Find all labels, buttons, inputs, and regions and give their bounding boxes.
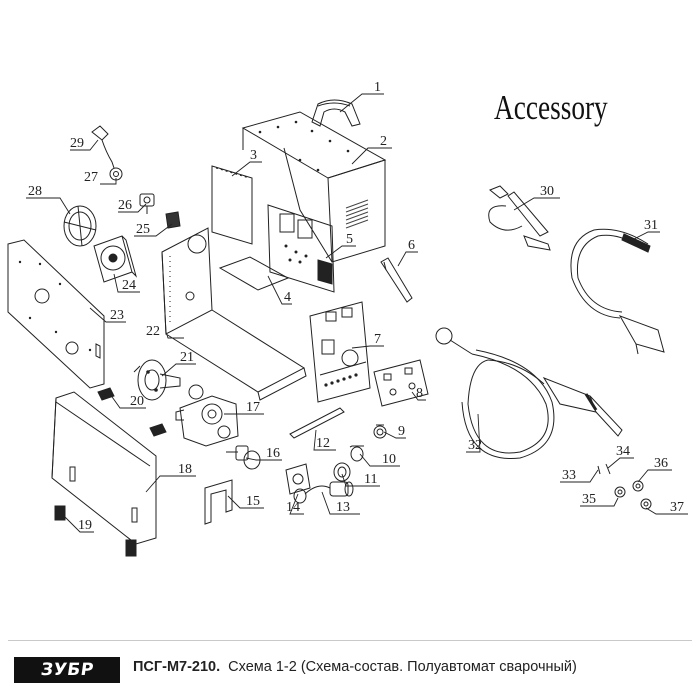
brand-logo: ЗУБР: [14, 657, 120, 683]
model-name: ПСГ-М7-210.: [133, 659, 221, 675]
part-power-plug: [91, 125, 115, 169]
callout-6: 6: [408, 238, 415, 253]
callout-32: 32: [468, 438, 482, 453]
callout-23: 23: [110, 308, 124, 323]
caption-text: Схема 1-2 (Схема-состав. Полуавтомат сва…: [228, 659, 577, 675]
callout-35: 35: [582, 492, 596, 507]
callout-36: 36: [654, 456, 668, 471]
part-connector-11: [333, 462, 351, 482]
callout-11: 11: [364, 472, 377, 487]
callout-1: 1: [374, 80, 381, 95]
callout-17: 17: [246, 400, 260, 415]
part-mig-torch: [435, 327, 623, 460]
callout-26: 26: [118, 198, 132, 213]
callout-12: 12: [316, 436, 330, 451]
part-control-panel: [373, 359, 429, 407]
brand-logo-text: ЗУБР: [39, 660, 95, 680]
callout-18: 18: [178, 462, 192, 477]
exploded-parts-diagram: 1 2 3 4 5 6 7 8 9 10 11 12 13 14 15 16 1…: [7, 80, 688, 557]
callout-16: 16: [266, 446, 280, 461]
part-rear-panel: [7, 239, 105, 389]
callout-9: 9: [398, 424, 405, 439]
callout-8: 8: [416, 386, 423, 401]
callout-15: 15: [246, 494, 260, 509]
part-fan-guard: [63, 205, 97, 247]
callout-13: 13: [336, 500, 350, 515]
callout-33: 33: [562, 468, 576, 483]
callout-37: 37: [670, 500, 684, 515]
part-gun-connector: [226, 445, 261, 470]
callout-7: 7: [374, 332, 381, 347]
part-fan: [93, 235, 137, 283]
callout-10: 10: [382, 452, 396, 467]
part-handle: [311, 99, 361, 127]
callout-3: 3: [250, 148, 257, 163]
callout-29: 29: [70, 136, 84, 151]
callout-5: 5: [346, 232, 353, 247]
part-bracket: [380, 257, 413, 303]
part-switch: [165, 211, 181, 229]
part-earth-clamp: [488, 185, 551, 251]
callout-22: 22: [146, 324, 160, 339]
callout-19: 19: [78, 518, 92, 533]
callout-25: 25: [136, 222, 150, 237]
footer: ЗУБР ПСГ-М7-210. Схема 1-2 (Схема-состав…: [0, 640, 700, 700]
part-cable-connector: [293, 481, 354, 504]
callout-27: 27: [84, 170, 98, 185]
part-gland-plate: [285, 463, 311, 495]
part-wire-feeder: [175, 384, 239, 447]
part-inner-chassis: [161, 227, 307, 401]
part-front-frame: [309, 301, 371, 403]
callout-2: 2: [380, 134, 387, 149]
part-feet: [54, 505, 137, 557]
part-base-plate: [218, 256, 290, 291]
part-spool-holder: [133, 359, 181, 401]
callout-31: 31: [644, 218, 658, 233]
part-side-panel: [211, 165, 253, 245]
callout-4: 4: [284, 290, 291, 305]
part-small-bracket: [204, 479, 233, 525]
callout-30: 30: [540, 184, 554, 199]
part-small-accessories: [597, 463, 652, 510]
footer-caption: ПСГ-М7-210. Схема 1-2 (Схема-состав. Пол…: [133, 659, 577, 675]
callout-20: 20: [130, 394, 144, 409]
callout-14: 14: [286, 500, 300, 515]
part-gas-valve: [139, 193, 155, 214]
part-top-cover: [241, 111, 387, 263]
part-pcb: [267, 204, 335, 293]
accessory-title: Accessory: [494, 88, 608, 127]
callout-21: 21: [180, 350, 194, 365]
part-knob-9: [373, 424, 387, 439]
callout-24: 24: [122, 278, 136, 293]
footer-divider: [8, 640, 692, 641]
part-clips-20: [97, 387, 167, 437]
callout-28: 28: [28, 184, 42, 199]
callout-34: 34: [616, 444, 630, 459]
part-electrode-holder: [570, 228, 665, 355]
part-front-cover: [51, 391, 157, 545]
part-strip: [289, 407, 345, 439]
part-connector-10: [349, 445, 364, 462]
